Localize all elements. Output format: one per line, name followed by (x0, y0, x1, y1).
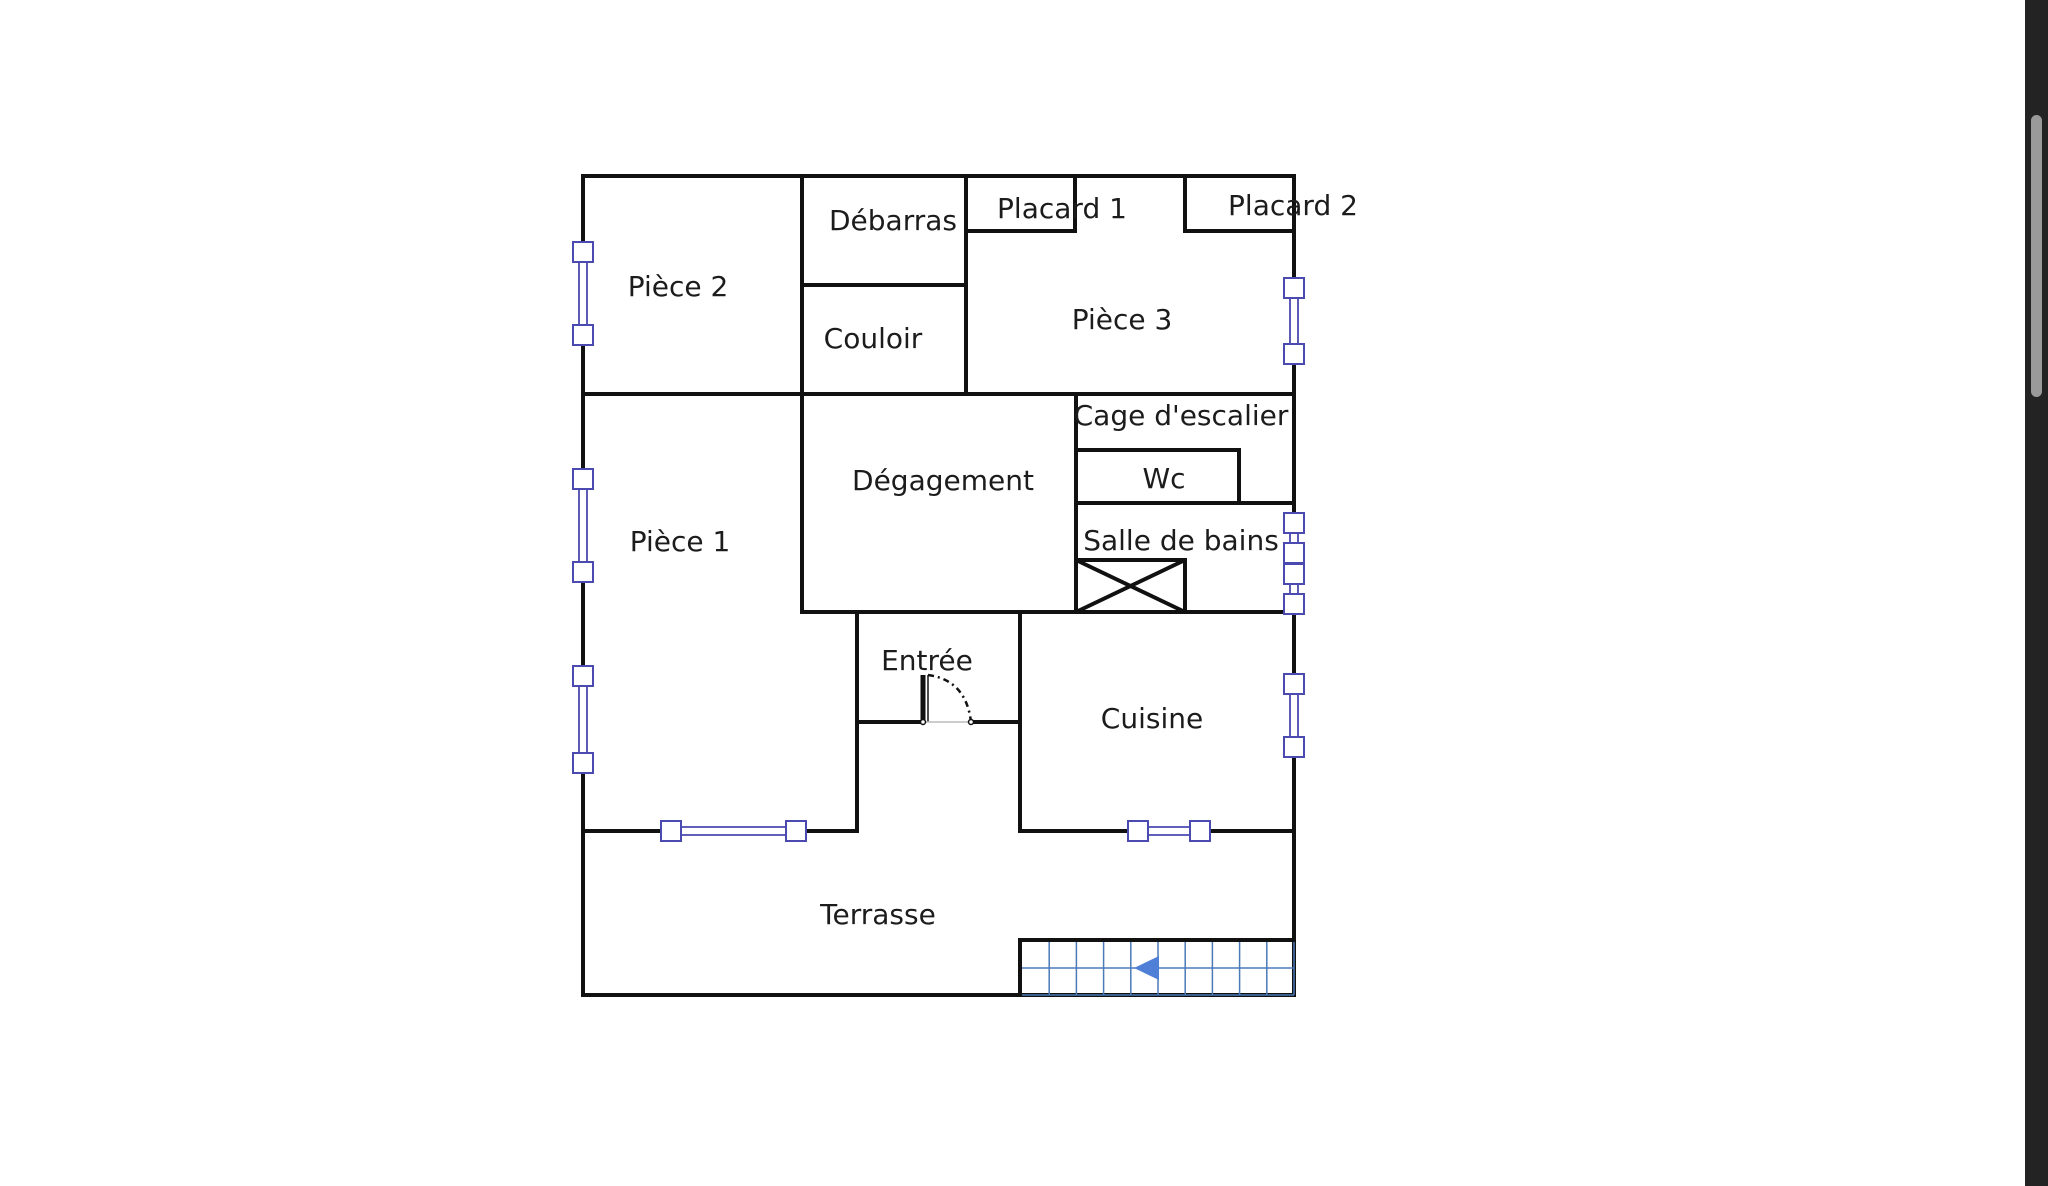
window-handle (572, 241, 594, 263)
door-entree (919, 673, 975, 726)
room-label-cage-escalier: Cage d'escalier (1074, 399, 1289, 432)
window-handle (660, 820, 682, 842)
room-labels: Pièce 2 Débarras Placard 1 Placard 2 Cou… (628, 189, 1358, 931)
window-opening (1290, 523, 1298, 553)
windows (572, 241, 1305, 842)
window-handle (1189, 820, 1211, 842)
window-handle (572, 324, 594, 346)
wall-wc (1074, 448, 1241, 505)
wall-stair-block (1018, 938, 1296, 997)
arrow-left-icon (1134, 956, 1159, 980)
window-opening (579, 479, 587, 572)
window-handle (572, 752, 594, 774)
window-handle (572, 468, 594, 490)
window-handle (785, 820, 807, 842)
room-label-piece2: Pièce 2 (628, 270, 729, 303)
window-handle (572, 665, 594, 687)
door-hinge-2 (967, 718, 975, 726)
wall-placard2 (1183, 174, 1296, 233)
door-hinge-1 (919, 718, 927, 726)
window-cuisine-east (1283, 673, 1305, 758)
window-handle (1127, 820, 1149, 842)
room-label-wc: Wc (1142, 462, 1185, 495)
window-handle (1283, 563, 1305, 585)
window-piece2-west (572, 241, 594, 346)
window-opening (1290, 574, 1298, 604)
room-label-placard2: Placard 2 (1228, 189, 1358, 222)
door-arc-icon (927, 673, 973, 723)
window-piece1-west-upper (572, 468, 594, 583)
window-salle-de-bains-east-upper (1283, 512, 1305, 564)
room-label-placard1: Placard 1 (997, 192, 1127, 225)
room-label-debarras: Débarras (829, 204, 957, 237)
room-label-cuisine: Cuisine (1101, 702, 1203, 735)
window-handle (1283, 736, 1305, 758)
window-handle (1283, 673, 1305, 695)
window-opening (671, 827, 796, 835)
window-piece3-east (1283, 277, 1305, 365)
window-handle (1283, 343, 1305, 365)
room-label-piece1: Pièce 1 (630, 525, 731, 558)
window-handle (572, 561, 594, 583)
window-opening (1290, 684, 1298, 747)
window-opening (579, 676, 587, 763)
room-label-piece3: Pièce 3 (1072, 303, 1173, 336)
window-opening (1290, 288, 1298, 354)
scrollbar-thumb[interactable] (2031, 115, 2042, 397)
room-label-degagement: Dégagement (852, 464, 1034, 497)
window-salle-de-bains-east-lower (1283, 563, 1305, 615)
vertical-scrollbar[interactable] (2025, 0, 2048, 1186)
room-label-salle-de-bains: Salle de bains (1083, 524, 1279, 557)
window-handle (1283, 593, 1305, 615)
room-label-entree: Entrée (881, 644, 973, 677)
wall-placard1 (964, 174, 1077, 233)
window-handle (1283, 277, 1305, 299)
window-handle (1283, 542, 1305, 564)
window-handle (1283, 512, 1305, 534)
window-cuisine-south (1127, 820, 1211, 842)
cross-box-icon (1074, 558, 1187, 614)
window-piece1-west-lower (572, 665, 594, 774)
room-label-terrasse: Terrasse (819, 898, 936, 931)
window-opening (579, 252, 587, 335)
room-label-couloir: Couloir (824, 322, 923, 355)
window-opening (1138, 827, 1200, 835)
window-piece1-south (660, 820, 807, 842)
stairs (1022, 942, 1295, 996)
